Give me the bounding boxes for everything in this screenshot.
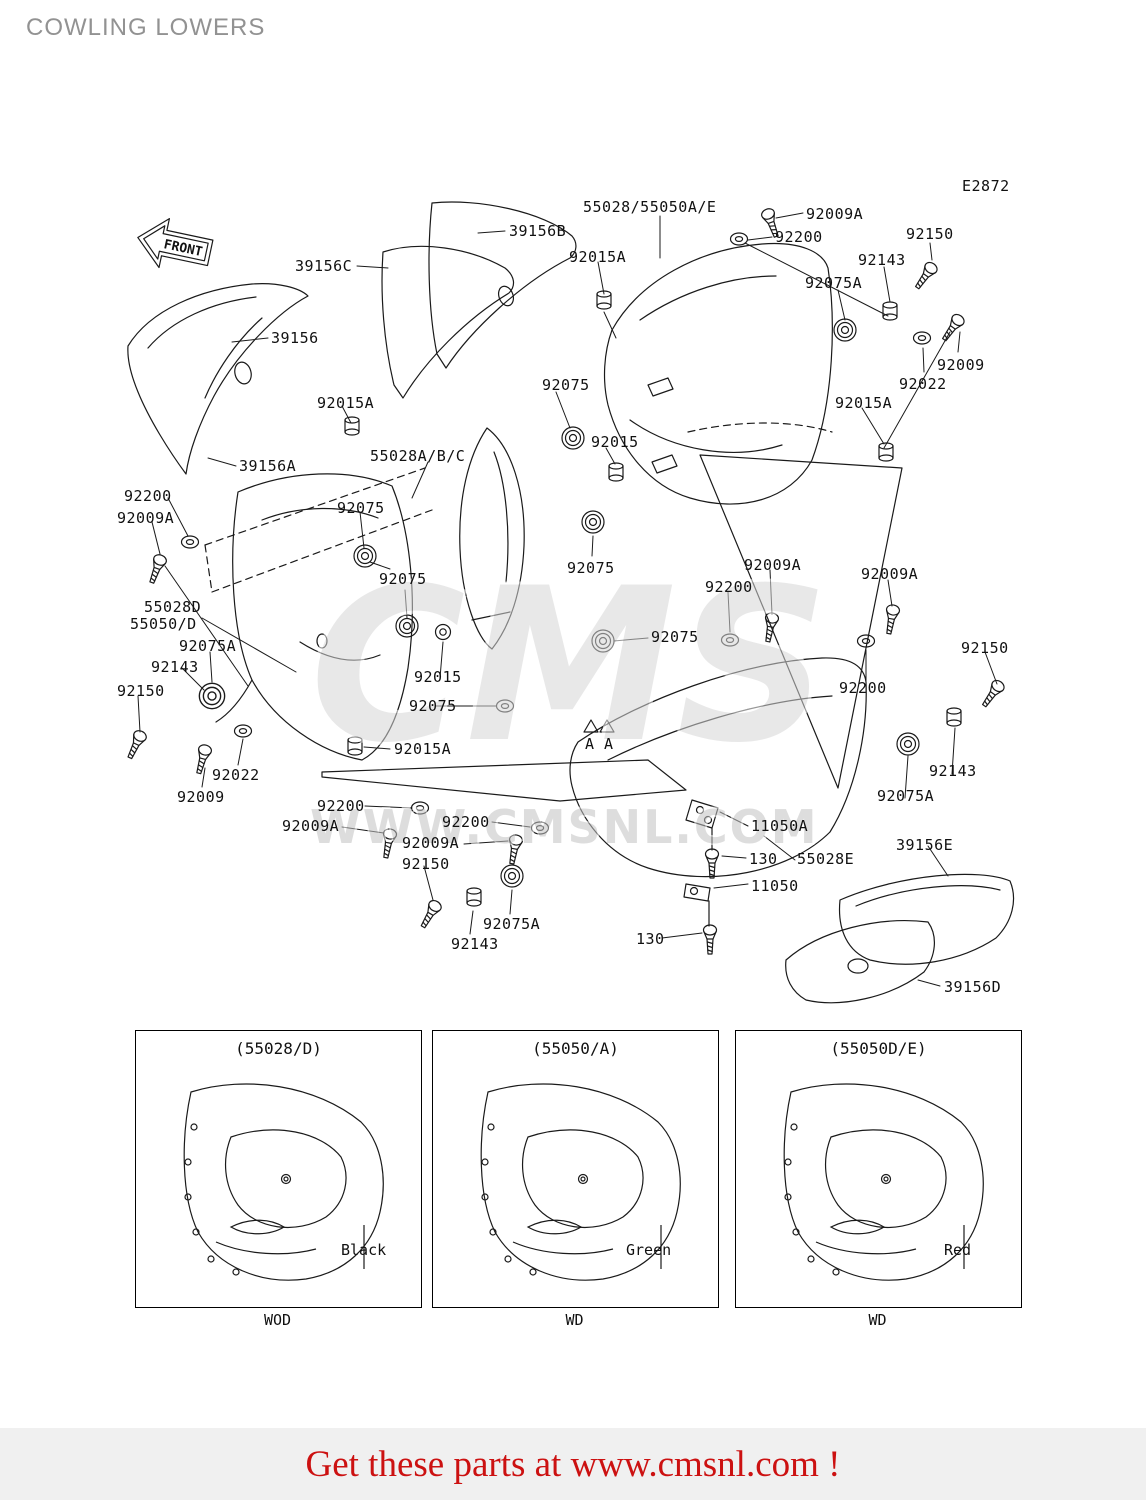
cowling-side-drawing <box>183 1083 384 1281</box>
cmsnl-watermark: CMS WWW.CMSNL.COM <box>310 542 830 855</box>
footer-banner: Get these parts at www.cmsnl.com ! <box>0 1428 1146 1500</box>
variant-box-red: (55050D/E) Red <box>735 1030 1022 1308</box>
variant-caption: WD <box>565 1311 584 1329</box>
variant-caption: WOD <box>263 1311 292 1329</box>
watermark-logo-text: CMS <box>310 542 830 789</box>
variant-color-label: Green <box>626 1241 672 1259</box>
page-title: COWLING LOWERS <box>26 14 266 41</box>
footer-link[interactable]: Get these parts at www.cmsnl.com ! <box>305 1443 841 1485</box>
variant-box-black: (55028/D) Black <box>135 1030 422 1308</box>
variant-code: (55050D/E) <box>830 1039 927 1058</box>
watermark-url-text: WWW.CMSNL.COM <box>310 800 819 854</box>
variant-box-green: (55050/A) Green <box>432 1030 719 1308</box>
variant-code: (55028/D) <box>235 1039 322 1058</box>
front-arrow-icon: FRONT <box>137 218 214 269</box>
variant-color-label: Red <box>944 1241 972 1259</box>
variant-caption: WD <box>868 1311 887 1329</box>
variant-color-label: Black <box>341 1241 387 1259</box>
diagram-code: E2872 <box>962 177 1010 195</box>
cowling-side-drawing <box>783 1083 984 1281</box>
cowling-side-drawing <box>480 1083 681 1281</box>
variant-code: (55050/A) <box>532 1039 619 1058</box>
